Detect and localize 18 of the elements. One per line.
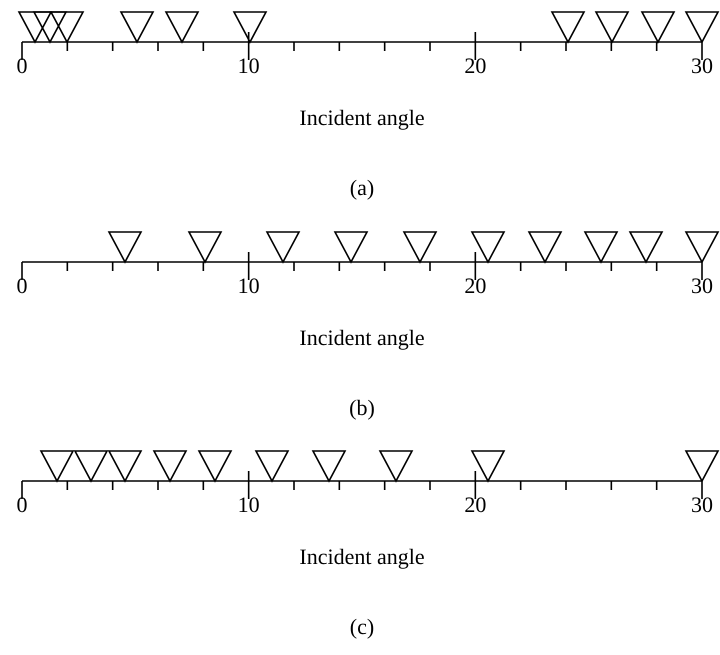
tick-label: 10 (238, 54, 260, 78)
tick-label: 20 (464, 54, 486, 78)
axis-title: Incident angle (299, 326, 425, 350)
tick-label: 0 (16, 54, 28, 78)
panel-label: (c) (350, 615, 374, 639)
tick-label: 30 (691, 54, 713, 78)
tick-label: 10 (238, 274, 260, 298)
tick-label: 0 (16, 274, 28, 298)
tick-label: 30 (691, 493, 713, 517)
tick-label: 10 (238, 493, 260, 517)
axis-title: Incident angle (299, 545, 425, 569)
axis-title: Incident angle (299, 106, 425, 130)
panel-label: (b) (349, 396, 375, 420)
panel-label: (a) (350, 176, 374, 200)
tick-label: 0 (16, 493, 28, 517)
tick-label: 20 (464, 493, 486, 517)
tick-label: 30 (691, 274, 713, 298)
tick-label: 20 (464, 274, 486, 298)
